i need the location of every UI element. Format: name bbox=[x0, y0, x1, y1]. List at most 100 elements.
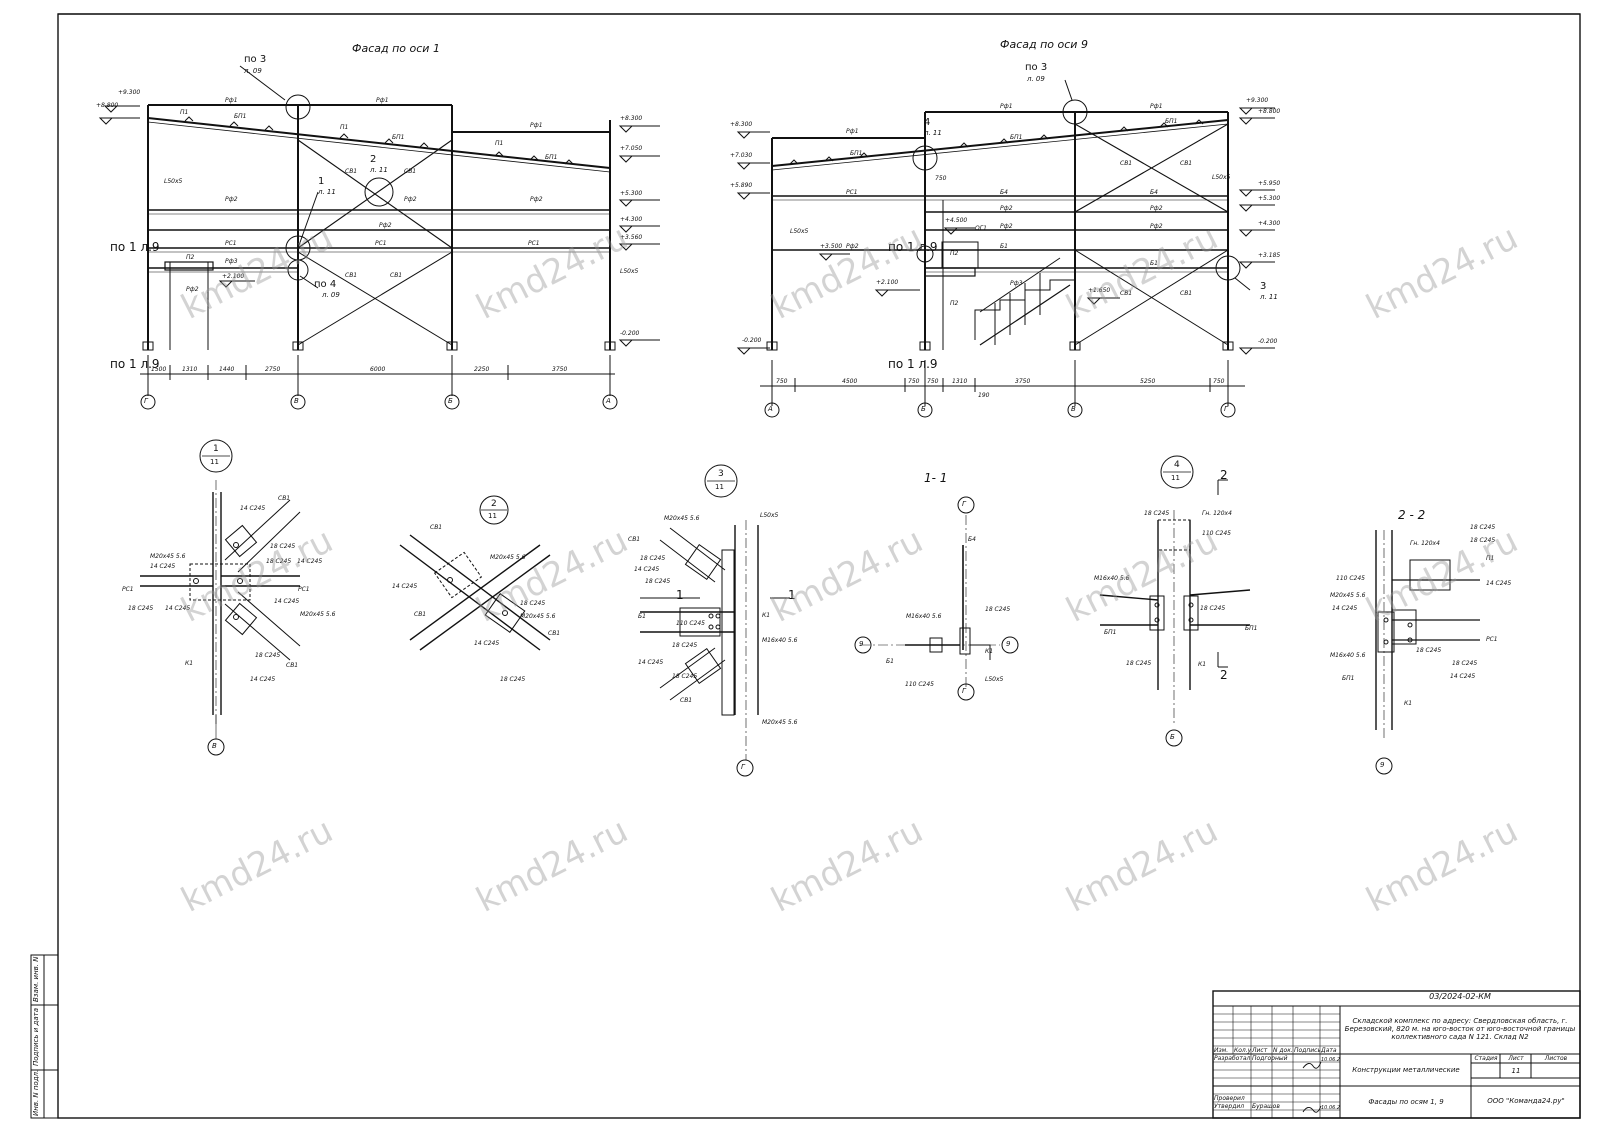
callout-1: 1 bbox=[318, 176, 325, 187]
callout-sheet: л. 11 bbox=[1260, 293, 1278, 301]
member-label: L50x5 bbox=[790, 228, 809, 235]
part-label: 14 С245 bbox=[1486, 580, 1512, 587]
member-label: Рф2 bbox=[1150, 205, 1163, 212]
col-izm: Изм. bbox=[1214, 1047, 1229, 1054]
member-label: СВ1 bbox=[404, 168, 417, 175]
col-kol: Кол.уч bbox=[1234, 1047, 1251, 1054]
cut-mark: 1 bbox=[676, 588, 684, 602]
part-label: СВ1 bbox=[286, 662, 299, 669]
part-label: СВ1 bbox=[628, 536, 641, 543]
part-label: 14 С245 bbox=[634, 566, 660, 573]
member-label: БП1 bbox=[1165, 118, 1178, 125]
member-label: П2 bbox=[186, 254, 195, 261]
level-mark: +7.030 bbox=[730, 152, 753, 159]
part-label: Б1 bbox=[638, 613, 646, 620]
dim-text: 1310 bbox=[182, 366, 198, 373]
level-mark: +7.050 bbox=[620, 145, 643, 152]
dim-text: 750 bbox=[1213, 378, 1225, 385]
row-prov: Проверил bbox=[1214, 1095, 1245, 1102]
member-label: Рф2 bbox=[1000, 223, 1013, 230]
detail-4-number: 4 bbox=[1174, 460, 1180, 470]
dim-text: 2750 bbox=[265, 366, 281, 373]
section-1-1-axis: Г bbox=[962, 500, 966, 508]
utv-name: Бурашов bbox=[1252, 1103, 1280, 1110]
facade-axis-9 bbox=[736, 79, 1275, 418]
part-label: 18 С245 bbox=[1470, 524, 1496, 531]
part-label: М20х45 5.6 bbox=[150, 553, 186, 560]
stamp-podp-data: Подпись и дата bbox=[32, 1008, 40, 1066]
part-label: М16х40 5.6 bbox=[762, 637, 798, 644]
part-label: 18 С245 bbox=[520, 600, 546, 607]
razrab-date: 10.06.2024 bbox=[1321, 1057, 1340, 1063]
section-2-2-axis: 9 bbox=[1380, 761, 1385, 769]
part-label: 18 С245 bbox=[255, 652, 281, 659]
razrab-name: Подгорный bbox=[1252, 1055, 1288, 1062]
level-mark: +9.300 bbox=[118, 89, 141, 96]
member-label: П1 bbox=[180, 109, 189, 116]
detail-1-axis: В bbox=[212, 742, 217, 750]
dim-text: 750 bbox=[935, 175, 947, 182]
dim-text: 1500 bbox=[151, 366, 167, 373]
member-label: Б4 bbox=[1000, 189, 1008, 196]
part-label: РС1 bbox=[1486, 636, 1498, 643]
part-label: 14 С245 bbox=[165, 605, 191, 612]
facade9-title: Фасад по оси 9 bbox=[1000, 38, 1088, 51]
level-mark: +2.100 bbox=[876, 279, 899, 286]
detail-2-number: 2 bbox=[491, 499, 497, 509]
dim-text: 2250 bbox=[474, 366, 490, 373]
part-label: К1 bbox=[985, 648, 994, 655]
member-label: П2 bbox=[950, 250, 959, 257]
callout-2: 2 bbox=[370, 154, 377, 165]
col-stadia: Стадия bbox=[1474, 1055, 1498, 1062]
level-mark: +4.500 bbox=[945, 217, 968, 224]
level-mark: +8.800 bbox=[1258, 108, 1281, 115]
cut-mark: 2 bbox=[1220, 668, 1228, 682]
dim-text: 3750 bbox=[1015, 378, 1031, 385]
member-label: СВ1 bbox=[345, 272, 358, 279]
part-label: К1 bbox=[185, 660, 194, 667]
title-block-company: ООО "Команда24.ру" bbox=[1487, 1097, 1565, 1105]
part-label: 18 С245 bbox=[1470, 537, 1496, 544]
callout-po4: по 4 bbox=[314, 279, 337, 290]
part-label: СВ1 bbox=[548, 630, 561, 637]
part-label: М16х40 5.6 bbox=[1330, 652, 1366, 659]
part-label: Б4 bbox=[968, 536, 976, 543]
member-label: Рф2 bbox=[225, 196, 238, 203]
axis-label: Г bbox=[144, 397, 148, 405]
member-label: РС1 bbox=[846, 189, 858, 196]
level-mark: +4.300 bbox=[1258, 220, 1281, 227]
dim-text: 4500 bbox=[842, 378, 858, 385]
title-block-sheet-title: Фасады по осям 1, 9 bbox=[1368, 1098, 1444, 1106]
col-sheets: Листов bbox=[1544, 1055, 1568, 1062]
member-label: РС1 bbox=[528, 240, 540, 247]
detail-2-sheet: 11 bbox=[488, 512, 497, 520]
member-label: Рф2 bbox=[846, 243, 859, 250]
member-label: Рф3 bbox=[225, 258, 238, 265]
part-label: М16х40 5.6 bbox=[906, 613, 942, 620]
member-label: СВ1 bbox=[1120, 290, 1133, 297]
part-label: П1 bbox=[1486, 555, 1495, 562]
detail-3-drawing bbox=[640, 464, 790, 777]
dim-text: 750 bbox=[908, 378, 920, 385]
member-label: Рф1 bbox=[225, 97, 238, 104]
member-label: Рф1 bbox=[376, 97, 389, 104]
part-label: РС1 bbox=[122, 586, 134, 593]
section-1-1-axis: Г bbox=[962, 687, 966, 695]
member-label: Рф3 bbox=[1010, 280, 1023, 287]
section-1-1-axis: 9 bbox=[859, 640, 864, 648]
member-label: БП1 bbox=[850, 150, 863, 157]
dim-text: 750 bbox=[776, 378, 788, 385]
callout-po1: по 1 л.9 bbox=[110, 357, 160, 371]
level-mark: +1.650 bbox=[1088, 287, 1111, 294]
part-label: СВ1 bbox=[680, 697, 693, 704]
part-label: 18 С245 bbox=[985, 606, 1011, 613]
stamp-inv-podl: Инв. N подл. bbox=[32, 1069, 40, 1116]
level-mark: +3.185 bbox=[1258, 252, 1281, 259]
callout-sheet: л. 11 bbox=[370, 166, 388, 174]
callout-po3: по 3 bbox=[1025, 62, 1048, 73]
member-label: L50x5 bbox=[1212, 174, 1231, 181]
member-label: БП1 bbox=[1010, 134, 1023, 141]
callout-4: 4 bbox=[924, 117, 931, 128]
member-label: Рф2 bbox=[186, 286, 199, 293]
title-block-section: Конструкции металлические bbox=[1352, 1066, 1460, 1074]
